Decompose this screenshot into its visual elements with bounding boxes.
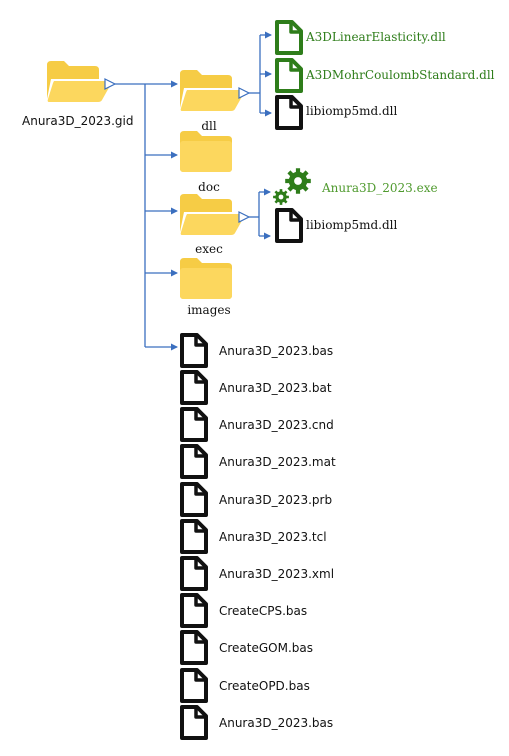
- gears-icon: [285, 168, 311, 194]
- folder-label-exec: exec: [195, 242, 223, 256]
- file-outline: [180, 593, 208, 628]
- folder-label-images: images: [187, 303, 231, 317]
- root-file-icon-11: [180, 705, 208, 740]
- root-file-icon-9: [180, 630, 208, 665]
- dll-file-icon-3: [275, 95, 303, 130]
- file-corner: [194, 558, 206, 570]
- file-corner: [194, 521, 206, 533]
- folder-front: [180, 141, 232, 172]
- folder-front: [180, 90, 245, 111]
- root-file-label-6: Anura3D_2023.tcl: [219, 530, 327, 544]
- root-folder-label: Anura3D_2023.gid: [22, 114, 134, 128]
- root-file-icon-10: [180, 668, 208, 703]
- root-expand-marker: [104, 78, 117, 90]
- file-outline: [180, 370, 208, 405]
- root-file-icon-1: [180, 333, 208, 368]
- file-outline: [275, 20, 303, 55]
- file-outline: [275, 208, 303, 243]
- root-file-icon-6: [180, 519, 208, 554]
- file-outline: [180, 630, 208, 665]
- file-outline: [180, 519, 208, 554]
- folder-front: [180, 268, 232, 299]
- file-outline: [180, 705, 208, 740]
- file-corner: [194, 670, 206, 682]
- file-outline: [275, 58, 303, 93]
- root-folder-icon: [46, 61, 112, 102]
- exec-file-icon-2: [275, 208, 303, 243]
- file-corner: [194, 632, 206, 644]
- root-file-icon-3: [180, 407, 208, 442]
- dll-file-label-1: A3DLinearElasticity.dll: [306, 30, 446, 44]
- file-outline: [180, 556, 208, 591]
- root-file-label-9: CreateGOM.bas: [219, 641, 314, 655]
- root-file-label-10: CreateOPD.bas: [219, 679, 310, 693]
- root-file-label-11: Anura3D_2023.bas: [219, 716, 334, 730]
- root-file-label-1: Anura3D_2023.bas: [219, 344, 334, 358]
- root-file-icon-8: [180, 593, 208, 628]
- exec-file-label-1: Anura3D_2023.exe: [322, 181, 438, 195]
- exec-folder-icon: [179, 194, 245, 235]
- file-corner: [194, 484, 206, 496]
- exec-file-label-2: libiomp5md.dll: [306, 218, 398, 232]
- doc-folder-icon: [180, 131, 232, 172]
- root-file-label-5: Anura3D_2023.prb: [219, 493, 333, 507]
- root-file-icon-5: [180, 482, 208, 517]
- file-corner: [289, 60, 301, 72]
- file-corner: [194, 372, 206, 384]
- exec-expand-marker: [238, 211, 251, 223]
- file-outline: [275, 95, 303, 130]
- file-corner: [194, 335, 206, 347]
- gears-icon-small: [273, 189, 289, 205]
- folder-front: [47, 81, 112, 102]
- folder-label-doc: doc: [198, 180, 220, 194]
- root-file-icon-4: [180, 444, 208, 479]
- root-file-icon-2: [180, 370, 208, 405]
- file-corner: [289, 210, 301, 222]
- dll-file-icon-1: [275, 20, 303, 55]
- file-outline: [180, 668, 208, 703]
- file-corner: [289, 97, 301, 109]
- file-outline: [180, 444, 208, 479]
- file-outline: [180, 482, 208, 517]
- dll-expand-marker: [238, 87, 251, 99]
- dll-folder-icon: [179, 70, 245, 111]
- folder-label-dll: dll: [201, 119, 217, 133]
- root-file-icon-7: [180, 556, 208, 591]
- root-file-label-3: Anura3D_2023.cnd: [219, 418, 334, 432]
- file-corner: [194, 409, 206, 421]
- file-outline: [180, 333, 208, 368]
- folder-front: [180, 214, 245, 235]
- gear-hole: [278, 194, 284, 200]
- root-file-label-8: CreateCPS.bas: [219, 604, 308, 618]
- root-file-label-4: Anura3D_2023.mat: [219, 455, 336, 469]
- images-folder-icon: [180, 258, 232, 299]
- file-corner: [289, 22, 301, 34]
- root-file-label-2: Anura3D_2023.bat: [219, 381, 332, 395]
- file-outline: [180, 407, 208, 442]
- dll-file-label-2: A3DMohrCoulombStandard.dll: [306, 68, 495, 82]
- gear-hole: [294, 177, 302, 185]
- file-corner: [194, 446, 206, 458]
- dll-file-icon-2: [275, 58, 303, 93]
- dll-file-label-3: libiomp5md.dll: [306, 104, 398, 118]
- file-corner: [194, 595, 206, 607]
- file-corner: [194, 707, 206, 719]
- root-file-label-7: Anura3D_2023.xml: [219, 567, 335, 581]
